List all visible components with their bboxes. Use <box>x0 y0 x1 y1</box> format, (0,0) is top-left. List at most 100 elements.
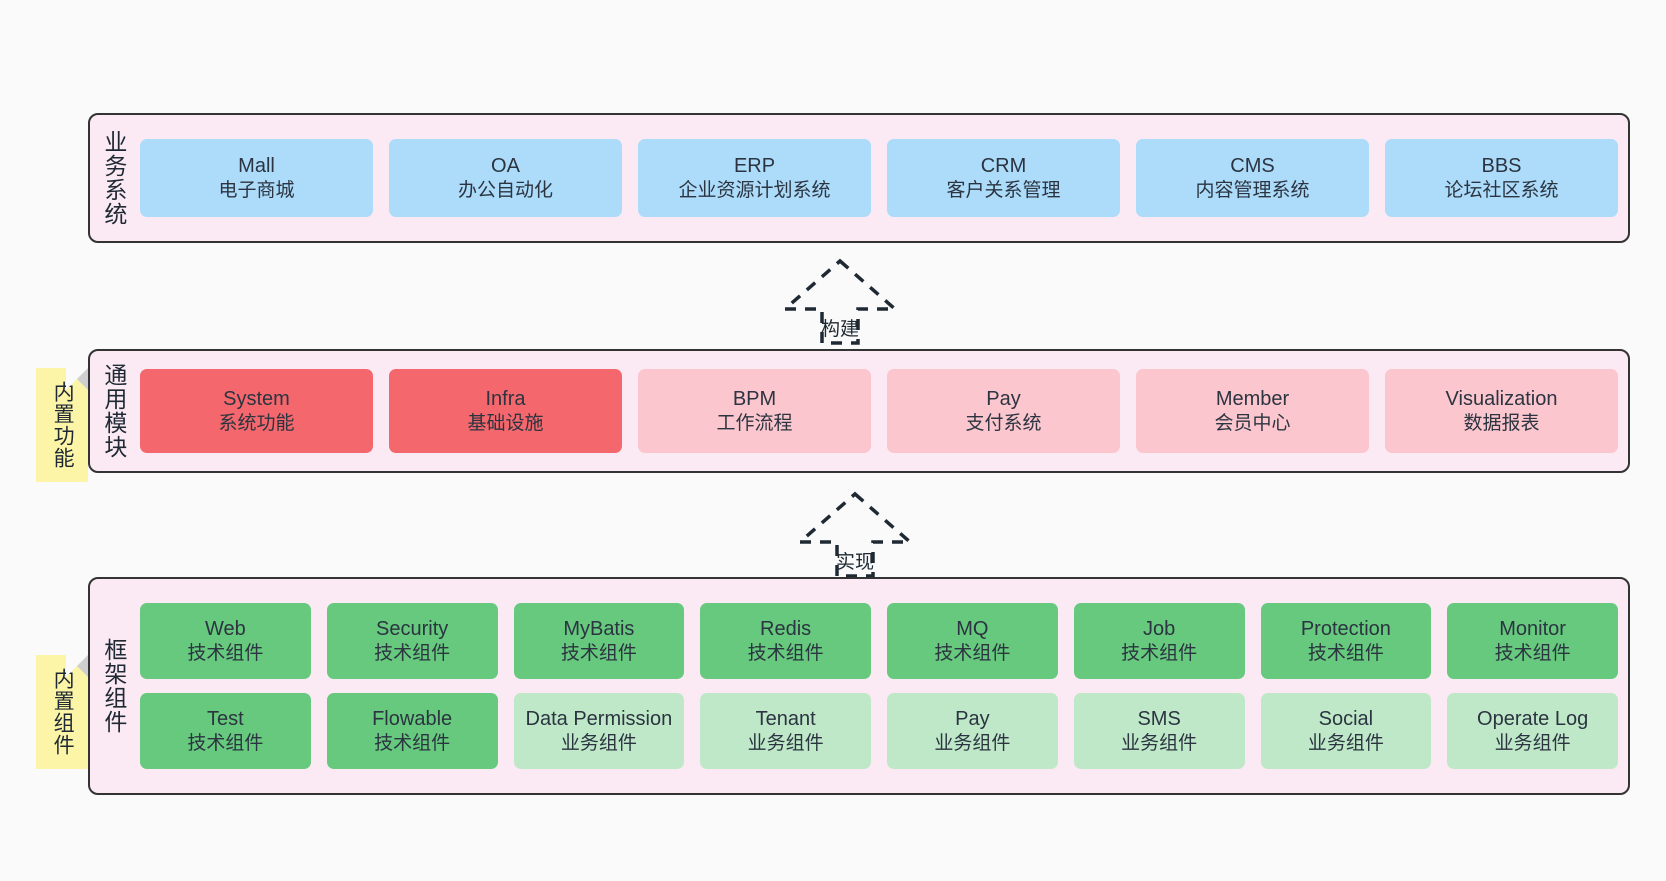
card-title-cn: 客户关系管理 <box>946 179 1061 201</box>
card-member[interactable]: Member 会员中心 <box>1136 369 1369 453</box>
card-title-cn: 办公自动化 <box>457 179 553 201</box>
note-builtin-features: 内置功能 <box>36 368 88 482</box>
card-oa[interactable]: OA 办公自动化 <box>389 139 622 217</box>
card-title-cn: 业务组件 <box>1494 732 1571 754</box>
card-title-cn: 技术组件 <box>374 732 451 754</box>
card-title-en: CMS <box>1230 155 1275 178</box>
layer-common-module: 通用模块 System 系统功能 Infra 基础设施 BPM 工作流程 Pay… <box>88 349 1630 473</box>
card-row-common: System 系统功能 Infra 基础设施 BPM 工作流程 Pay 支付系统… <box>140 369 1618 453</box>
layer-framework-component: 框架组件 Web 技术组件 Security 技术组件 MyBatis 技术组件… <box>88 577 1630 795</box>
card-title-en: Tenant <box>755 708 816 731</box>
card-title-en: Social <box>1318 708 1374 731</box>
card-title-cn: 技术组件 <box>747 642 824 664</box>
card-title-cn: 技术组件 <box>1121 642 1198 664</box>
card-title-cn: 业务组件 <box>1121 732 1198 754</box>
connector-implement-shape <box>795 491 915 578</box>
card-title-cn: 技术组件 <box>374 642 451 664</box>
card-security[interactable]: Security 技术组件 <box>326 603 498 679</box>
card-row-business-component: Test 技术组件 Flowable 技术组件 Data Permission … <box>140 693 1618 769</box>
card-title-cn: 会员中心 <box>1214 412 1291 434</box>
card-title-cn: 工作流程 <box>716 412 793 434</box>
connector-build: 构建 <box>755 253 925 349</box>
layer-title-framework-component: 框架组件 <box>100 638 127 734</box>
card-title-en: SMS <box>1137 708 1181 731</box>
layer-body-framework-component: Web 技术组件 Security 技术组件 MyBatis 技术组件 Redi… <box>136 579 1628 793</box>
card-title-en: Monitor <box>1499 618 1566 641</box>
card-crm[interactable]: CRM 客户关系管理 <box>887 139 1120 217</box>
card-title-en: Data Permission <box>525 708 673 731</box>
card-monitor[interactable]: Monitor 技术组件 <box>1447 603 1618 679</box>
note-builtin-components: 内置组件 <box>36 655 88 769</box>
card-operate-log[interactable]: Operate Log 业务组件 <box>1447 693 1618 769</box>
card-title-en: Test <box>207 708 244 731</box>
card-title-cn: 论坛社区系统 <box>1444 179 1559 201</box>
layer-body-common-module: System 系统功能 Infra 基础设施 BPM 工作流程 Pay 支付系统… <box>136 351 1628 471</box>
card-social[interactable]: Social 业务组件 <box>1260 693 1432 769</box>
card-cms[interactable]: CMS 内容管理系统 <box>1136 139 1369 217</box>
card-title-cn: 内容管理系统 <box>1195 179 1310 201</box>
card-title-cn: 业务组件 <box>934 732 1011 754</box>
card-title-en: System <box>223 388 290 411</box>
card-title-en: Mall <box>238 155 275 178</box>
card-mq[interactable]: MQ 技术组件 <box>887 603 1058 679</box>
card-title-en: OA <box>491 155 520 178</box>
card-title-en: Pay <box>986 388 1021 411</box>
note-label: 内置功能 <box>51 381 75 469</box>
card-erp[interactable]: ERP 企业资源计划系统 <box>638 139 871 217</box>
card-title-cn: 企业资源计划系统 <box>678 179 831 201</box>
card-title-en: Operate Log <box>1477 708 1589 731</box>
card-mall[interactable]: Mall 电子商城 <box>140 139 373 217</box>
connector-implement-label: 实现 <box>835 552 874 573</box>
layer-body-business-system: Mall 电子商城 OA 办公自动化 ERP 企业资源计划系统 CRM 客户关系… <box>136 115 1628 241</box>
card-mybatis[interactable]: MyBatis 技术组件 <box>513 603 685 679</box>
card-title-cn: 技术组件 <box>1494 642 1571 664</box>
card-pay-component[interactable]: Pay 业务组件 <box>887 693 1058 769</box>
card-bbs[interactable]: BBS 论坛社区系统 <box>1385 139 1618 217</box>
card-title-en: MQ <box>956 618 989 641</box>
connector-build-label: 构建 <box>820 319 859 340</box>
card-title-en: Job <box>1143 618 1176 641</box>
note-fold-cut-icon <box>66 655 88 677</box>
layer-business-system: 业务系统 Mall 电子商城 OA 办公自动化 ERP 企业资源计划系统 CRM… <box>88 113 1630 243</box>
layer-title-business-system: 业务系统 <box>100 130 127 226</box>
card-protection[interactable]: Protection 技术组件 <box>1260 603 1432 679</box>
card-title-cn: 业务组件 <box>747 732 824 754</box>
card-title-en: Protection <box>1300 618 1391 641</box>
card-title-en: Security <box>376 618 449 641</box>
card-title-en: BPM <box>732 388 777 411</box>
card-bpm[interactable]: BPM 工作流程 <box>638 369 871 453</box>
card-title-en: Web <box>204 618 246 641</box>
card-title-cn: 数据报表 <box>1463 412 1540 434</box>
card-title-cn: 支付系统 <box>965 412 1042 434</box>
card-pay-module[interactable]: Pay 支付系统 <box>887 369 1120 453</box>
card-title-en: Infra <box>485 388 526 411</box>
card-system[interactable]: System 系统功能 <box>140 369 373 453</box>
card-title-en: CRM <box>980 155 1027 178</box>
card-test[interactable]: Test 技术组件 <box>140 693 311 769</box>
card-title-en: Visualization <box>1445 388 1558 411</box>
card-row-business: Mall 电子商城 OA 办公自动化 ERP 企业资源计划系统 CRM 客户关系… <box>140 139 1618 217</box>
card-title-cn: 技术组件 <box>934 642 1011 664</box>
card-job[interactable]: Job 技术组件 <box>1073 603 1245 679</box>
card-title-cn: 业务组件 <box>560 732 637 754</box>
card-row-tech: Web 技术组件 Security 技术组件 MyBatis 技术组件 Redi… <box>140 603 1618 679</box>
card-title-cn: 技术组件 <box>187 732 264 754</box>
card-title-cn: 业务组件 <box>1307 732 1384 754</box>
layer-title-common-module: 通用模块 <box>100 363 127 459</box>
note-fold-cut-icon <box>66 368 88 390</box>
card-title-en: ERP <box>733 155 776 178</box>
card-visualization[interactable]: Visualization 数据报表 <box>1385 369 1618 453</box>
card-web[interactable]: Web 技术组件 <box>140 603 311 679</box>
card-title-cn: 系统功能 <box>218 412 295 434</box>
connector-implement: 实现 <box>770 486 940 582</box>
card-data-permission[interactable]: Data Permission 业务组件 <box>513 693 685 769</box>
card-flowable[interactable]: Flowable 技术组件 <box>326 693 498 769</box>
card-tenant[interactable]: Tenant 业务组件 <box>700 693 871 769</box>
card-title-cn: 技术组件 <box>560 642 637 664</box>
card-sms[interactable]: SMS 业务组件 <box>1073 693 1245 769</box>
note-label: 内置组件 <box>51 668 75 756</box>
card-title-cn: 技术组件 <box>1307 642 1384 664</box>
card-redis[interactable]: Redis 技术组件 <box>700 603 871 679</box>
card-infra[interactable]: Infra 基础设施 <box>389 369 622 453</box>
